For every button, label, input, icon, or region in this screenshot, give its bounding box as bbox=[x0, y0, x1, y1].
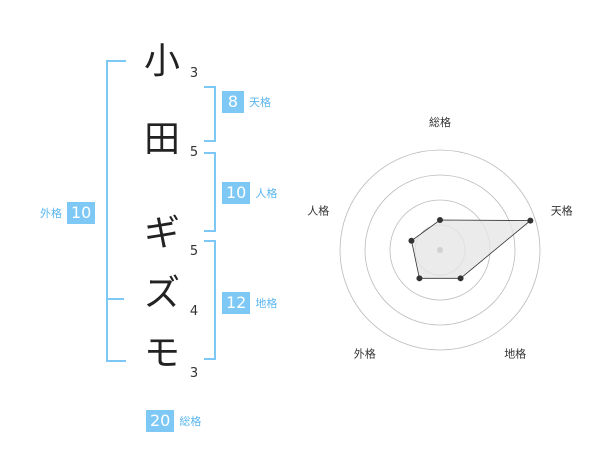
radar-axis-label-soukaku: 総格 bbox=[429, 115, 451, 129]
chikaku-name: 地格 bbox=[255, 297, 278, 310]
radar-point-0 bbox=[437, 217, 443, 223]
name-char-3: ギ bbox=[143, 213, 180, 254]
jinkaku-label: 10 人格 bbox=[222, 182, 277, 204]
gaikaku-bracket bbox=[106, 60, 126, 362]
radar-point-2 bbox=[457, 275, 464, 282]
radar-axis-label-gaikaku: 外格 bbox=[354, 347, 376, 361]
radar-ring-4 bbox=[339, 149, 541, 351]
radar-axis-label-tenkaku: 天格 bbox=[551, 203, 573, 217]
jinkaku-value: 10 bbox=[222, 182, 251, 204]
radar-axis-label-jinkaku: 人格 bbox=[307, 203, 329, 217]
radar-point-4 bbox=[408, 237, 415, 244]
soukaku-label: 20 総格 bbox=[146, 410, 201, 432]
tenkaku-name: 天格 bbox=[249, 96, 271, 109]
name-char-2: 田 bbox=[143, 119, 180, 160]
name-char-5: モ bbox=[143, 333, 180, 374]
radar-point-3 bbox=[416, 275, 423, 282]
name-char-1: 小 bbox=[143, 41, 180, 82]
soukaku-name: 総格 bbox=[179, 415, 202, 428]
gaikaku-name: 外格 bbox=[40, 207, 62, 220]
tenkaku-bracket bbox=[204, 86, 216, 142]
soukaku-value: 20 bbox=[146, 410, 175, 432]
radar-axis-label-chikaku: 地格 bbox=[504, 347, 526, 361]
stroke-count-3: 5 bbox=[189, 244, 199, 259]
radar-center bbox=[437, 247, 443, 253]
chikaku-bracket bbox=[204, 240, 216, 360]
name-char-4: ズ bbox=[143, 273, 180, 314]
jinkaku-bracket bbox=[204, 152, 216, 232]
stroke-count-5: 3 bbox=[189, 366, 199, 381]
chikaku-value: 12 bbox=[222, 292, 251, 314]
chikaku-label: 12 地格 bbox=[222, 292, 277, 314]
gaikaku-value: 10 bbox=[67, 202, 96, 224]
jinkaku-name: 人格 bbox=[255, 187, 278, 200]
tenkaku-label: 8 天格 bbox=[222, 91, 271, 113]
stroke-count-4: 4 bbox=[189, 304, 199, 319]
radar-ring-3 bbox=[364, 174, 516, 326]
gaikaku-bracket-divider bbox=[106, 298, 124, 300]
stroke-count-2: 5 bbox=[189, 145, 199, 160]
radar-point-1 bbox=[527, 217, 534, 224]
tenkaku-value: 8 bbox=[222, 91, 244, 113]
gaikaku-label: 外格 10 bbox=[40, 202, 96, 224]
radar-points bbox=[408, 217, 534, 282]
radar-chart: 総格 天格 地格 外格 人格 bbox=[307, 115, 573, 361]
radar-area bbox=[411, 219, 532, 279]
stroke-count-1: 3 bbox=[189, 66, 199, 81]
